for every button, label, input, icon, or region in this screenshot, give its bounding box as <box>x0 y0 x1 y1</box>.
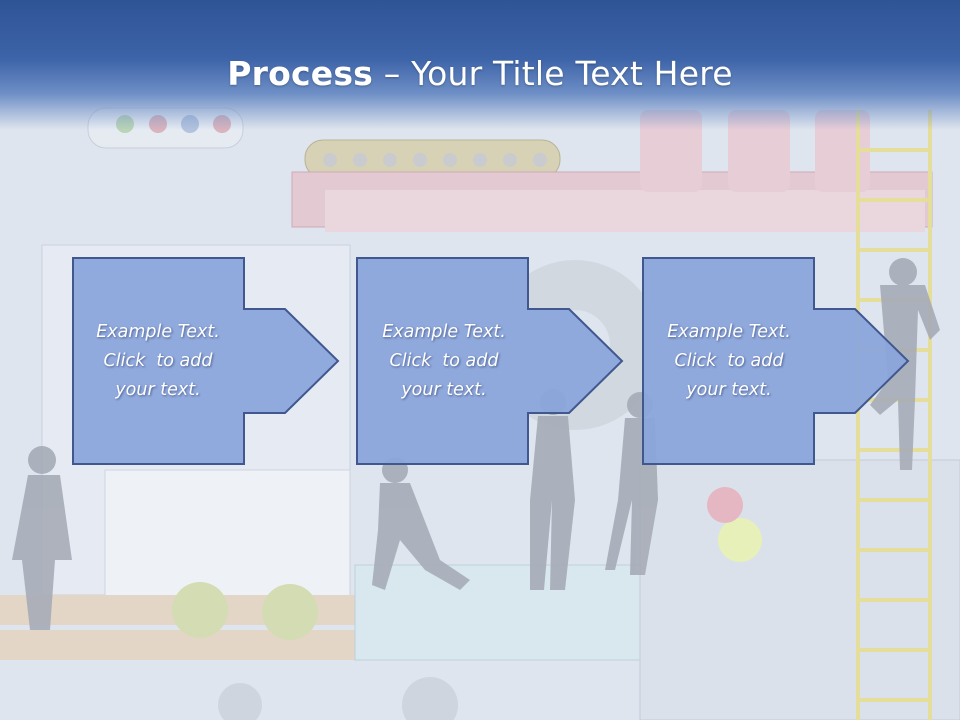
step-text-line: Example Text. <box>96 321 220 342</box>
slide-title[interactable]: Process – Your Title Text Here <box>0 52 960 96</box>
process-step-2-text[interactable]: Example Text. Click to add your text. <box>358 257 530 465</box>
process-step-3-text[interactable]: Example Text. Click to add your text. <box>643 257 815 465</box>
step-text-line: your text. <box>401 379 487 400</box>
step-text-line: Click to add <box>674 350 784 371</box>
step-text-line: your text. <box>115 379 201 400</box>
step-text-line: Example Text. <box>382 321 506 342</box>
step-text-line: Example Text. <box>667 321 791 342</box>
slide-title-rest: – Your Title Text Here <box>373 54 733 93</box>
title-bar <box>0 0 960 130</box>
process-step-2-arrow[interactable] <box>356 257 624 465</box>
step-text-line: Click to add <box>389 350 499 371</box>
step-text-line: Click to add <box>103 350 213 371</box>
process-step-3-arrow[interactable] <box>642 257 910 465</box>
process-step-1-arrow[interactable] <box>72 257 340 465</box>
step-text-line: your text. <box>686 379 772 400</box>
slide-title-bold: Process <box>227 54 374 93</box>
process-step-1-text[interactable]: Example Text. Click to add your text. <box>72 257 244 465</box>
